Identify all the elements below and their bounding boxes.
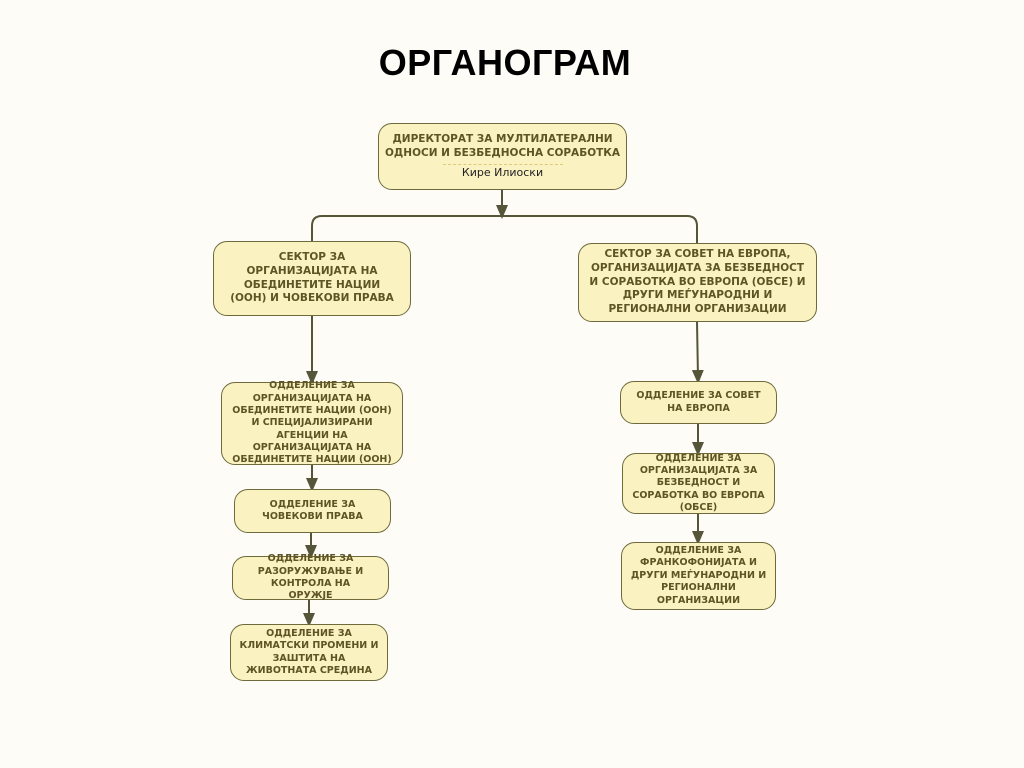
left-department-2: ОДДЕЛЕНИЕ ЗА ЧОВЕКОВИ ПРАВА	[234, 489, 391, 533]
left-department-1: ОДДЕЛЕНИЕ ЗА ОРГАНИЗАЦИЈАТА НА ОБЕДИНЕТИ…	[221, 380, 403, 465]
left-sector-box: СЕКТОР ЗА ОРГАНИЗАЦИЈАТА НА ОБЕДИНЕТИТЕ …	[213, 241, 411, 316]
right-department-3: ОДДЕЛЕНИЕ ЗА ФРАНКОФОНИЈАТА И ДРУГИ МЕЃУ…	[621, 542, 776, 610]
connector-right-1	[691, 321, 704, 384]
right-department-1: ОДДЕЛЕНИЕ ЗА СОВЕТ НА ЕВРОПА	[620, 381, 777, 424]
right-department-2: ОДДЕЛЕНИЕ ЗА ОРГАНИЗАЦИЈАТА ЗА БЕЗБЕДНОС…	[622, 453, 775, 514]
left-department-4: ОДДЕЛЕНИЕ ЗА КЛИМАТСКИ ПРОМЕНИ И ЗАШТИТА…	[230, 624, 388, 681]
connector-branch	[311, 215, 698, 243]
right-sector-box: СЕКТОР ЗА СОВЕТ НА ЕВРОПА, ОРГАНИЗАЦИЈАТ…	[578, 243, 817, 322]
divider	[442, 163, 563, 165]
page-title: ОРГАНОГРАМ	[378, 42, 632, 83]
directorate-head: Кире Илиоски	[461, 165, 544, 179]
left-department-3: ОДДЕЛЕНИЕ ЗА РАЗОРУЖУВАЊЕ И КОНТРОЛА НА …	[232, 553, 389, 601]
directorate-box: ДИРЕКТОРАТ ЗА МУЛТИЛАТЕРАЛНИ ОДНОСИ И БЕ…	[378, 123, 627, 190]
directorate-name: ДИРЕКТОРАТ ЗА МУЛТИЛАТЕРАЛНИ ОДНОСИ И БЕ…	[385, 132, 620, 159]
